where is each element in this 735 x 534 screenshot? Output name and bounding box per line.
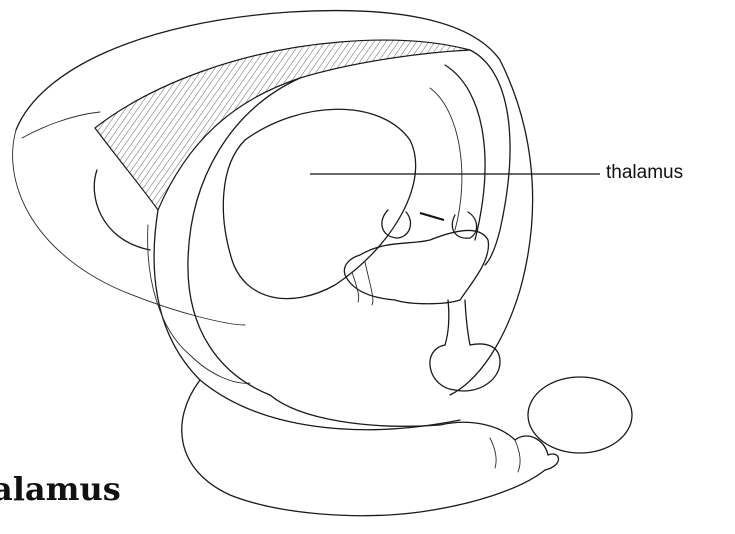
fornix-arch-inner xyxy=(445,65,485,240)
digit-line-2 xyxy=(515,440,520,472)
pituitary-stalk xyxy=(445,300,470,345)
thalamus-body xyxy=(223,109,415,298)
hypothalamus-detail xyxy=(365,262,373,305)
pituitary-gland xyxy=(430,344,500,391)
fornix-arch-outer xyxy=(470,50,510,265)
diagram-caption: alamus xyxy=(0,470,121,508)
amygdala xyxy=(528,377,632,453)
digit-line-1 xyxy=(490,438,496,468)
connector-tick xyxy=(420,213,444,220)
temporal-loop-inner xyxy=(270,395,440,426)
cortex-fold xyxy=(22,112,100,138)
hippocampus-digits xyxy=(440,422,559,470)
temporal-loop xyxy=(182,380,545,516)
caudate-band-outer-wavy xyxy=(148,225,250,383)
fornix-arch-inner2 xyxy=(430,88,462,230)
thalamus-label: thalamus xyxy=(606,162,683,184)
